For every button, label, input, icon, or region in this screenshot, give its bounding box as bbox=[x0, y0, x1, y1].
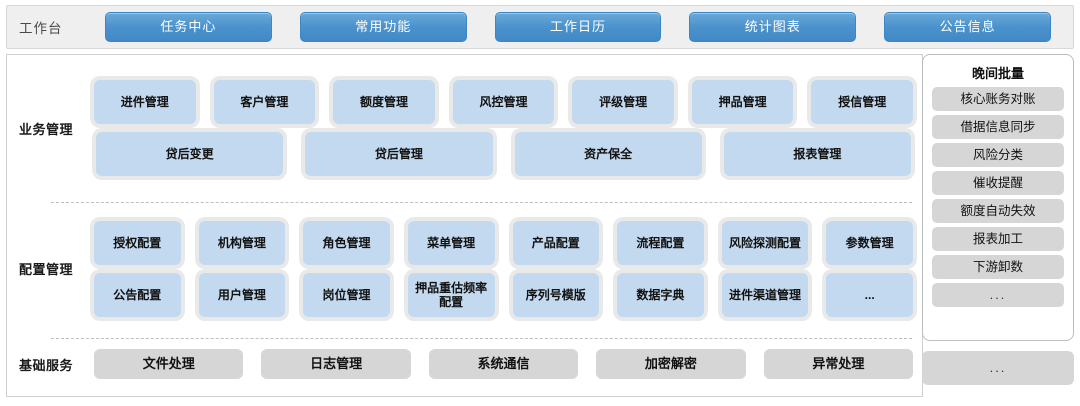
section-business-management: 业务管理 进件管理 客户管理 额度管理 风控管理 评级管理 押品管理 授信管理 … bbox=[7, 55, 922, 201]
business-row-2: 贷后变更 贷后管理 资产保全 报表管理 bbox=[85, 128, 922, 180]
content-area: 业务管理 进件管理 客户管理 额度管理 风控管理 评级管理 押品管理 授信管理 … bbox=[6, 54, 1074, 397]
module-post-loan-management[interactable]: 贷后管理 bbox=[305, 132, 493, 176]
batch-item-more[interactable]: ... bbox=[932, 283, 1064, 307]
module-authorization-config[interactable]: 授权配置 bbox=[94, 220, 181, 265]
nightly-batch-title: 晚间批量 bbox=[971, 66, 1024, 81]
tab-task-center[interactable]: 任务中心 bbox=[105, 12, 272, 42]
module-process-config[interactable]: 流程配置 bbox=[617, 220, 704, 265]
tab-announcements[interactable]: 公告信息 bbox=[884, 12, 1051, 42]
module-credit-limit-management[interactable]: 额度管理 bbox=[333, 80, 435, 124]
batch-item-credit-limit-auto-expiry[interactable]: 额度自动失效 bbox=[932, 199, 1064, 223]
module-credit-granting-management[interactable]: 授信管理 bbox=[811, 80, 914, 124]
batch-item-report-processing[interactable]: 报表加工 bbox=[932, 227, 1064, 251]
basic-services-row-1: 文件处理 日志管理 系统通信 加密解密 异常处理 bbox=[85, 345, 922, 383]
module-asset-preservation[interactable]: 资产保全 bbox=[514, 132, 702, 176]
module-organization-management[interactable]: 机构管理 bbox=[198, 220, 286, 265]
batch-panel-more-button[interactable]: ... bbox=[922, 351, 1074, 385]
module-customer-management[interactable]: 客户管理 bbox=[213, 80, 316, 124]
section-configuration-management: 配置管理 授权配置 机构管理 角色管理 菜单管理 产品配置 流程配置 风险探测配… bbox=[7, 201, 922, 336]
module-role-management[interactable]: 角色管理 bbox=[303, 220, 390, 265]
module-serial-number-template[interactable]: 序列号模版 bbox=[512, 272, 600, 317]
tab-work-calendar[interactable]: 工作日历 bbox=[494, 12, 662, 42]
batch-item-risk-classification[interactable]: 风险分类 bbox=[932, 143, 1064, 167]
module-parameter-management[interactable]: 参数管理 bbox=[826, 220, 913, 265]
configuration-row-1: 授权配置 机构管理 角色管理 菜单管理 产品配置 流程配置 风险探测配置 参数管… bbox=[85, 217, 922, 269]
service-encryption-decryption[interactable]: 加密解密 bbox=[596, 349, 746, 379]
module-user-management[interactable]: 用户管理 bbox=[198, 272, 286, 317]
module-product-config[interactable]: 产品配置 bbox=[512, 220, 600, 265]
batch-item-iou-information-sync[interactable]: 借据信息同步 bbox=[932, 115, 1064, 139]
section-label-business: 业务管理 bbox=[18, 121, 73, 137]
top-toolbar: 工作台 任务中心 常用功能 工作日历 统计图表 公告信息 bbox=[6, 5, 1074, 49]
section-divider-2 bbox=[51, 338, 912, 339]
module-application-channel-management[interactable]: 进件渠道管理 bbox=[721, 272, 809, 317]
modules-panel: 业务管理 进件管理 客户管理 额度管理 风控管理 评级管理 押品管理 授信管理 … bbox=[6, 54, 923, 397]
module-report-management[interactable]: 报表管理 bbox=[723, 132, 911, 176]
module-risk-control-management[interactable]: 风控管理 bbox=[452, 80, 555, 124]
section-label-basic-services: 基础服务 bbox=[18, 357, 73, 373]
business-row-1: 进件管理 客户管理 额度管理 风控管理 评级管理 押品管理 授信管理 bbox=[85, 76, 922, 128]
section-configuration-rows: 授权配置 机构管理 角色管理 菜单管理 产品配置 流程配置 风险探测配置 参数管… bbox=[85, 217, 922, 321]
module-application-management[interactable]: 进件管理 bbox=[94, 80, 196, 124]
section-business-rows: 进件管理 客户管理 额度管理 风控管理 评级管理 押品管理 授信管理 贷后变更 … bbox=[85, 76, 922, 180]
module-collateral-management[interactable]: 押品管理 bbox=[691, 80, 794, 124]
module-data-dictionary[interactable]: 数据字典 bbox=[617, 272, 704, 317]
section-label-configuration: 配置管理 bbox=[18, 262, 73, 277]
configuration-row-2: 公告配置 用户管理 岗位管理 押品重估频率配置 序列号模版 数据字典 进件渠道管… bbox=[85, 269, 922, 321]
section-basic-services-rows: 文件处理 日志管理 系统通信 加密解密 异常处理 bbox=[85, 345, 922, 383]
module-position-management[interactable]: 岗位管理 bbox=[303, 272, 390, 317]
module-configuration-more[interactable]: ... bbox=[826, 272, 913, 317]
service-file-processing[interactable]: 文件处理 bbox=[94, 349, 244, 379]
module-collateral-revaluation-frequency-config[interactable]: 押品重估频率配置 bbox=[407, 272, 495, 317]
tab-common-functions[interactable]: 常用功能 bbox=[299, 12, 467, 42]
module-post-loan-change[interactable]: 贷后变更 bbox=[96, 132, 284, 176]
batch-item-core-account-reconciliation[interactable]: 核心账务对账 bbox=[932, 87, 1064, 111]
service-log-management[interactable]: 日志管理 bbox=[261, 349, 411, 379]
batch-item-downstream-data-unload[interactable]: 下游卸数 bbox=[932, 255, 1064, 279]
module-rating-management[interactable]: 评级管理 bbox=[572, 80, 674, 124]
section-basic-services: 基础服务 文件处理 日志管理 系统通信 加密解密 异常处理 bbox=[7, 336, 922, 392]
service-system-communication[interactable]: 系统通信 bbox=[428, 349, 579, 379]
toolbar-tabs: 任务中心 常用功能 工作日历 统计图表 公告信息 bbox=[91, 12, 1065, 42]
section-divider-1 bbox=[51, 202, 912, 203]
module-menu-management[interactable]: 菜单管理 bbox=[407, 220, 495, 265]
page-title: 工作台 bbox=[19, 21, 63, 36]
module-risk-detection-config[interactable]: 风险探测配置 bbox=[721, 220, 809, 265]
module-announcement-config[interactable]: 公告配置 bbox=[94, 272, 181, 317]
service-exception-handling[interactable]: 异常处理 bbox=[763, 349, 914, 379]
nightly-batch-panel: 晚间批量 核心账务对账 借据信息同步 风险分类 催收提醒 额度自动失效 报表加工… bbox=[922, 54, 1074, 341]
batch-item-collection-reminder[interactable]: 催收提醒 bbox=[932, 171, 1064, 195]
tab-statistics-chart[interactable]: 统计图表 bbox=[689, 12, 857, 42]
